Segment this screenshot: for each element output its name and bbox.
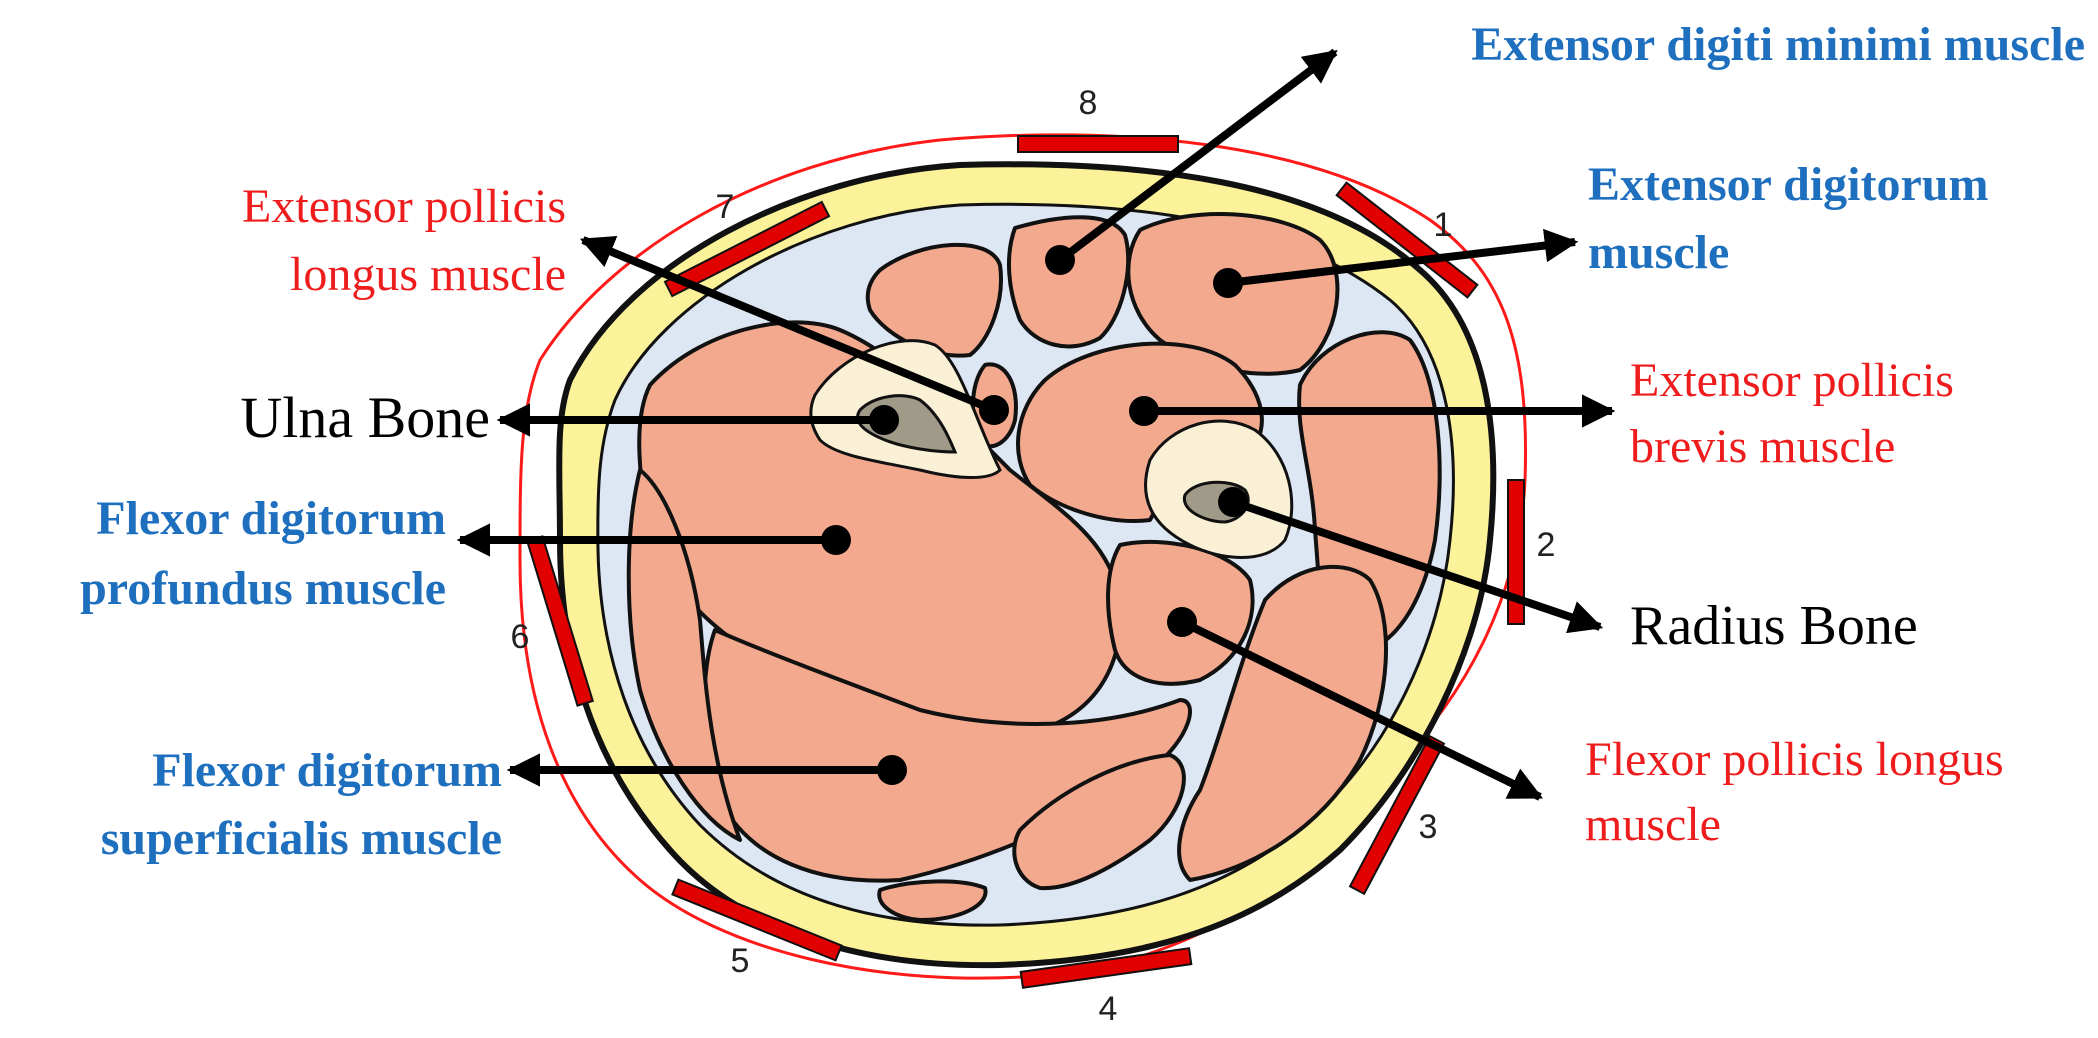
sensor-bar-1 [1335, 181, 1479, 299]
sensor-number-7: 7 [716, 188, 735, 226]
sensor-bar-5 [671, 878, 843, 962]
sensor-number-2: 2 [1537, 526, 1556, 564]
arrow-extensor-digitorum [1227, 228, 1579, 287]
sensor-number-5: 5 [731, 942, 750, 980]
dot-ulna-bone [869, 405, 899, 435]
label-flexor-digitorum-superficialis-line2: superficialis muscle [101, 812, 502, 865]
sensor-bar-2 [1507, 479, 1525, 625]
arrow-radius-bone [1231, 498, 1604, 634]
sensor-number-6: 6 [511, 618, 530, 656]
muscle-flexor-carpi-ulnaris [626, 468, 742, 842]
sensor-number-group: 8 1 2 3 4 5 6 7 [511, 84, 1556, 1028]
arrow-flexor-pollicis-longus [1180, 618, 1544, 801]
sensor-bar-4 [1019, 947, 1193, 989]
dot-extensor-pollicis-longus [979, 395, 1009, 425]
sensor-group [525, 135, 1525, 989]
label-group: Extensor digiti minimi muscle Extensor d… [80, 18, 2085, 865]
dot-extensor-digiti-minimi [1045, 245, 1075, 275]
dot-radius-bone [1218, 487, 1248, 517]
sensor-bar-7 [663, 200, 831, 298]
label-flexor-digitorum-profundus-line2: profundus muscle [80, 562, 446, 615]
sensor-number-8: 8 [1079, 84, 1098, 122]
label-extensor-pollicis-brevis-line2: brevis muscle [1630, 420, 1895, 473]
sensor-number-4: 4 [1099, 990, 1118, 1028]
muscle-extensor-carpi-ulnaris [865, 242, 1003, 358]
label-flexor-pollicis-longus-line1: Flexor pollicis longus [1585, 733, 2004, 786]
dot-flexor-digitorum-superficialis [877, 755, 907, 785]
muscle-palmaris-longus [1012, 753, 1186, 891]
muscle-extensor-digiti-minimi [1006, 215, 1131, 349]
label-flexor-digitorum-superficialis-line1: Flexor digitorum [152, 744, 502, 797]
label-extensor-pollicis-longus-line2: longus muscle [290, 248, 566, 301]
label-extensor-pollicis-brevis-line1: Extensor pollicis [1630, 354, 1954, 407]
label-extensor-pollicis-longus-line1: Extensor pollicis [242, 180, 566, 233]
sensor-bar-3 [1348, 734, 1446, 896]
label-ulna-bone: Ulna Bone [240, 385, 490, 450]
label-extensor-digitorum-line2: muscle [1588, 226, 1729, 279]
arrow-extensor-digiti-minimi [1057, 48, 1338, 264]
label-radius-bone: Radius Bone [1630, 595, 1918, 657]
sensor-number-1: 1 [1434, 206, 1453, 244]
arrow-group [456, 48, 1616, 801]
sensor-bar-8 [1017, 135, 1179, 153]
dot-extensor-digitorum [1213, 268, 1243, 298]
muscle-flexor-carpi-radialis [1177, 564, 1389, 882]
sensor-number-3: 3 [1419, 808, 1438, 846]
label-flexor-digitorum-profundus-line1: Flexor digitorum [96, 492, 446, 545]
label-flexor-pollicis-longus-line2: muscle [1585, 798, 1721, 851]
arrow-extensor-pollicis-longus [579, 236, 996, 414]
dot-flexor-pollicis-longus [1167, 607, 1197, 637]
dot-flexor-digitorum-profundus [821, 525, 851, 555]
label-extensor-digitorum-line1: Extensor digitorum [1588, 158, 1988, 211]
label-extensor-digiti-minimi: Extensor digiti minimi muscle [1471, 18, 2085, 71]
muscle-small-tendon [877, 879, 988, 922]
dot-extensor-pollicis-brevis [1129, 396, 1159, 426]
